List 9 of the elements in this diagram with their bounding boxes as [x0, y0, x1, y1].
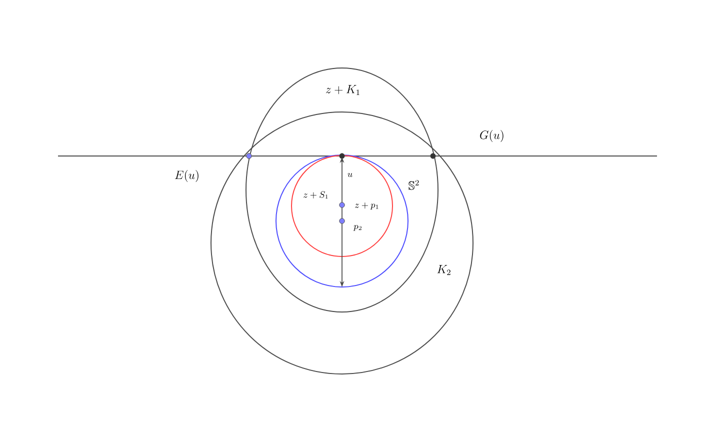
circle-label: $z+S_1$ [304, 191, 328, 199]
line-label: $E(u)$ [174, 170, 198, 182]
circle-label: $K_2$ [437, 265, 450, 275]
point-label: $p_2$ [353, 225, 362, 231]
point-label: $z+p_1$ [355, 202, 378, 210]
line-label: $G(u)$ [480, 130, 504, 142]
vector-label: $u$ [348, 172, 352, 178]
circle-label: $\mathbb{S}^2$ [408, 180, 419, 190]
curve-label: $z+K_1$ [326, 85, 360, 95]
